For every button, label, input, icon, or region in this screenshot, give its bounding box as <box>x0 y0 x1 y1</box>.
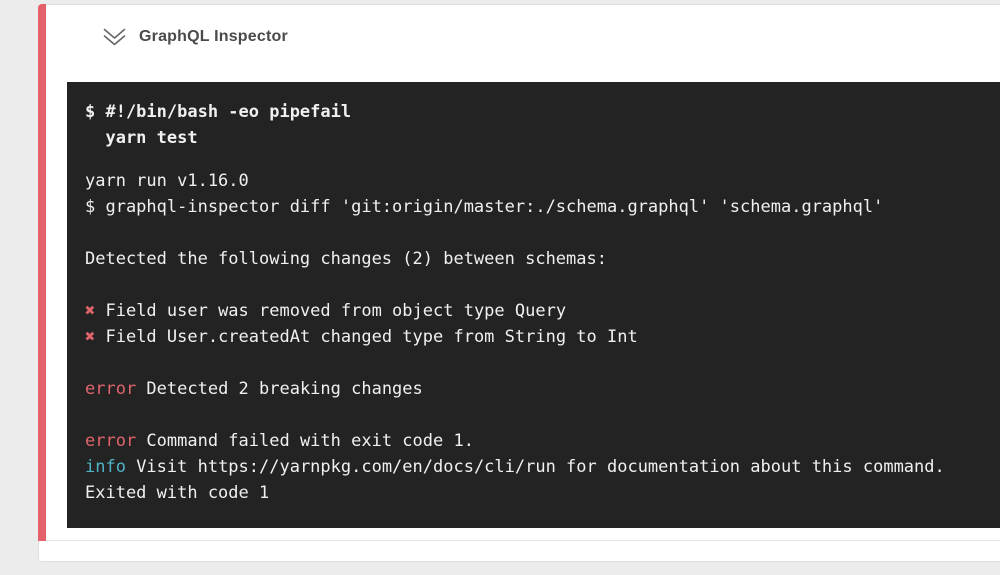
failed-step-section: GraphQL Inspector $ #!/bin/bash -eo pipe… <box>38 4 1000 541</box>
terminal-output: yarn run v1.16.0 $ graphql-inspector diff… <box>85 168 1000 506</box>
terminal-output-panel: $ #!/bin/bash -eo pipefail yarn test yar… <box>67 82 1000 528</box>
terminal-red-segment: error <box>85 431 137 451</box>
terminal-output-line <box>85 350 1000 376</box>
chevron-double-down-icon[interactable] <box>101 25 128 49</box>
build-step-card: GraphQL Inspector $ #!/bin/bash -eo pipe… <box>38 4 1000 562</box>
terminal-text-segment: $ graphql-inspector diff 'git:origin/mas… <box>85 197 884 217</box>
terminal-output-line: ✖ Field user was removed from object typ… <box>85 298 1000 324</box>
step-title: GraphQL Inspector <box>139 28 288 45</box>
terminal-text-segment: Field user was removed from object type … <box>95 301 567 321</box>
terminal-text-segment: Detected 2 breaking changes <box>136 379 423 399</box>
terminal-command-line: $ #!/bin/bash -eo pipefail <box>85 102 352 122</box>
step-header[interactable]: GraphQL Inspector <box>101 25 288 49</box>
terminal-text-segment: Field User.createdAt changed type from S… <box>95 327 638 347</box>
terminal-text-segment: yarn run v1.16.0 <box>85 171 249 191</box>
terminal-output-line: error Detected 2 breaking changes <box>85 376 1000 402</box>
terminal-text-segment: Command failed with exit code 1. <box>136 431 474 451</box>
failed-step-stripe <box>38 4 46 541</box>
terminal-red-segment: ✖ <box>85 301 96 321</box>
terminal-output-line: yarn run v1.16.0 <box>85 168 1000 194</box>
terminal-text-segment: Visit https://yarnpkg.com/en/docs/cli/ru… <box>125 457 945 477</box>
terminal-command-line: yarn test <box>85 128 198 148</box>
terminal-output-line <box>85 272 1000 298</box>
terminal-output-line: Exited with code 1 <box>85 480 1000 506</box>
terminal-cyan-segment: info <box>85 457 126 477</box>
terminal-output-line: error Command failed with exit code 1. <box>85 428 1000 454</box>
terminal-output-line <box>85 402 1000 428</box>
terminal-command: $ #!/bin/bash -eo pipefail yarn test <box>85 99 1000 151</box>
terminal-text-segment: Detected the following changes (2) betwe… <box>85 249 607 269</box>
terminal-output-line: ✖ Field User.createdAt changed type from… <box>85 324 1000 350</box>
terminal-red-segment: error <box>85 379 137 399</box>
terminal-output-line: Detected the following changes (2) betwe… <box>85 246 1000 272</box>
terminal-text-segment: Exited with code 1 <box>85 483 270 503</box>
terminal-output-line: info Visit https://yarnpkg.com/en/docs/c… <box>85 454 1000 480</box>
terminal-output-line <box>85 220 1000 246</box>
terminal-output-line: $ graphql-inspector diff 'git:origin/mas… <box>85 194 1000 220</box>
terminal-red-segment: ✖ <box>85 327 96 347</box>
